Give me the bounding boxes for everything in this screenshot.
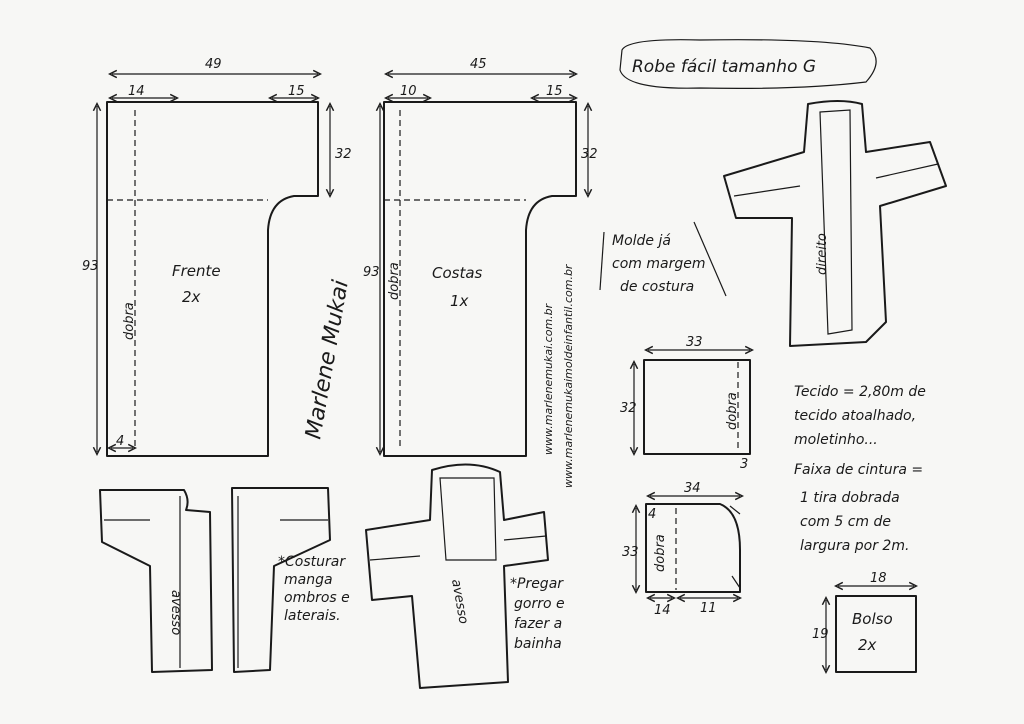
hood-piece: 34 33 4 dobra 14 11 <box>622 481 740 618</box>
seam-allowance-note: Molde já com margem de costura <box>599 221 727 297</box>
belt-line-4: largura por 2m. <box>800 538 909 554</box>
front-name: Frente <box>172 262 221 280</box>
step1-label: avesso <box>168 590 183 635</box>
finished-label: direito <box>815 233 830 275</box>
step1-note-4: laterais. <box>284 608 341 624</box>
step2-note-2: gorro e <box>514 596 565 612</box>
back-shoulder-label: 15 <box>546 84 563 99</box>
hood-top-label: 4 <box>648 507 656 522</box>
pocket-piece: 18 19 Bolso 2x <box>812 571 916 672</box>
fabric-line-1: Tecido = 2,80m de <box>794 384 926 400</box>
step2-robe-illustration: avesso *Pregar gorro e fazer a bainha <box>365 463 565 689</box>
page-title: Robe fácil tamanho G <box>632 57 816 77</box>
back-width-label: 45 <box>470 57 487 72</box>
pocket-name: Bolso <box>852 610 893 628</box>
belt-line-1: Faixa de cintura = <box>794 462 923 478</box>
back-piece: 45 10 15 32 93 Costas 1x dobra <box>363 57 598 457</box>
pocket-width-label: 18 <box>870 571 887 586</box>
belt-line-2: 1 tira dobrada <box>800 490 900 506</box>
front-hem-label: 4 <box>116 434 124 449</box>
belt-line-3: com 5 cm de <box>800 514 891 530</box>
back-count: 1x <box>450 292 469 310</box>
seam-note-line-2: com margem <box>612 256 705 272</box>
front-shoulder-label: 15 <box>288 84 305 99</box>
back-name: Costas <box>432 264 483 282</box>
step1-note-2: manga <box>284 572 333 588</box>
step1-note-1: *Costurar <box>278 554 346 570</box>
step1-robe-illustration: avesso *Costurar manga ombros e laterais… <box>99 487 350 673</box>
pocket-count: 2x <box>858 636 877 654</box>
step2-note-4: bainha <box>514 636 562 652</box>
belt-note: Faixa de cintura = 1 tira dobrada com 5 … <box>794 462 923 554</box>
step2-note-3: fazer a <box>514 616 562 632</box>
pocket-height-label: 19 <box>812 627 829 642</box>
sleeve-width-label: 33 <box>686 335 703 350</box>
title-block: Robe fácil tamanho G <box>619 39 877 89</box>
hood-bottom-left-label: 14 <box>654 603 671 618</box>
fabric-line-2: tecido atoalhado, <box>794 408 916 424</box>
website-1: www.marlenemukai.com.br <box>542 302 555 455</box>
front-height-label: 93 <box>82 259 99 274</box>
front-sleeve-height-label: 32 <box>335 147 352 162</box>
front-count: 2x <box>182 288 201 306</box>
hood-width-label: 34 <box>684 481 701 496</box>
seam-note-line-3: de costura <box>620 279 694 295</box>
front-width-label: 49 <box>205 57 222 72</box>
back-neck-label: 10 <box>400 84 417 99</box>
step2-label: avesso <box>448 578 471 625</box>
sleeve-allowance-label: 3 <box>740 457 748 472</box>
back-fold-label: dobra <box>387 262 402 300</box>
hood-bottom-right-label: 11 <box>700 601 717 616</box>
back-sleeve-height-label: 32 <box>581 147 598 162</box>
sleeve-fold-label: dobra <box>725 392 740 430</box>
step2-note-1: *Pregar <box>510 576 564 592</box>
hood-fold-label: dobra <box>653 534 668 572</box>
sleeve-piece: 33 32 dobra 3 <box>620 335 750 472</box>
step1-note-3: ombros e <box>284 590 350 606</box>
signature: Marlene Mukai <box>301 278 354 441</box>
sleeve-height-label: 32 <box>620 401 637 416</box>
finished-robe-illustration: direito <box>723 100 947 347</box>
front-piece: 49 14 15 32 93 4 Frente 2x dobra <box>82 57 352 457</box>
fabric-line-3: moletinho... <box>794 432 878 448</box>
seam-note-line-1: Molde já <box>612 233 671 249</box>
fabric-note: Tecido = 2,80m de tecido atoalhado, mole… <box>794 384 926 448</box>
front-fold-label: dobra <box>122 302 137 340</box>
front-neck-label: 14 <box>128 84 145 99</box>
website-2: www.marlenemukaimoldeinfantil.com.br <box>562 263 575 488</box>
back-height-label: 93 <box>363 265 380 280</box>
hood-height-label: 33 <box>622 545 639 560</box>
